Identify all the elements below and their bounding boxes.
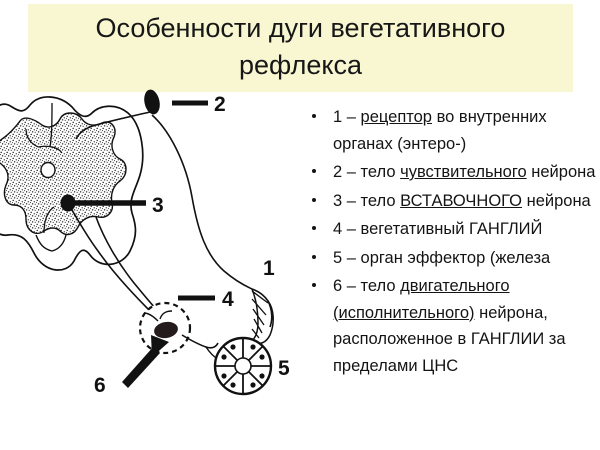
legend-item-2: 2 – тело чувствительного нейрона [303, 159, 600, 186]
reflex-arc-diagram: 1 4 6 [0, 85, 300, 450]
legend-item-6-text: 6 – тело двигательного (исполнительного)… [333, 277, 566, 375]
bullet-icon [312, 197, 316, 202]
legend-item-5-text: 5 – орган эффектор (железа [333, 248, 551, 267]
title-banner [28, 4, 573, 92]
bullet-icon [312, 283, 316, 287]
diagram-label-2: 2 [214, 93, 226, 116]
diagram-label-5: 5 [278, 357, 290, 380]
legend-item-4: 4 – вегетативный ГАНГЛИЙ [303, 216, 600, 243]
diagram-label-3: 3 [152, 194, 164, 217]
diagram-label-6: 6 [94, 374, 106, 397]
preganglionic-fiber [67, 202, 159, 312]
legend-list: 1 – рецептор во внутренних органах (энте… [303, 104, 600, 381]
legend-item-3: 3 – тело ВСТАВОЧНОГО нейрона [303, 188, 600, 215]
legend-item-4-text: 4 – вегетативный ГАНГЛИЙ [333, 220, 543, 238]
diagram-label-4: 4 [222, 288, 234, 311]
legend-item-5: 5 – орган эффектор (железа [303, 245, 600, 272]
bullet-icon [312, 226, 316, 230]
label-6-arrow [122, 335, 169, 388]
sensory-neuron-pathway [75, 89, 253, 290]
effector-gland [213, 336, 273, 396]
postganglionic-fiber [181, 334, 219, 360]
legend-item-1: 1 – рецептор во внутренних органах (энте… [303, 104, 600, 157]
receptor-structure [251, 288, 274, 345]
legend-item-3-text: 3 – тело ВСТАВОЧНОГО нейрона [333, 191, 591, 210]
legend-item-6: 6 – тело двигательного (исполнительного)… [303, 273, 600, 379]
diagram-label-1: 1 [263, 257, 275, 280]
legend-item-2-text: 2 – тело чувствительного нейрона [333, 163, 596, 181]
page-title: Особенности дуги вегетативного рефлекса [95, 13, 506, 80]
bullet-icon [312, 169, 316, 173]
bullet-icon [312, 114, 316, 118]
legend-item-1-text: 1 – рецептор во внутренних органах (энте… [333, 108, 547, 153]
bullet-icon [312, 254, 316, 259]
